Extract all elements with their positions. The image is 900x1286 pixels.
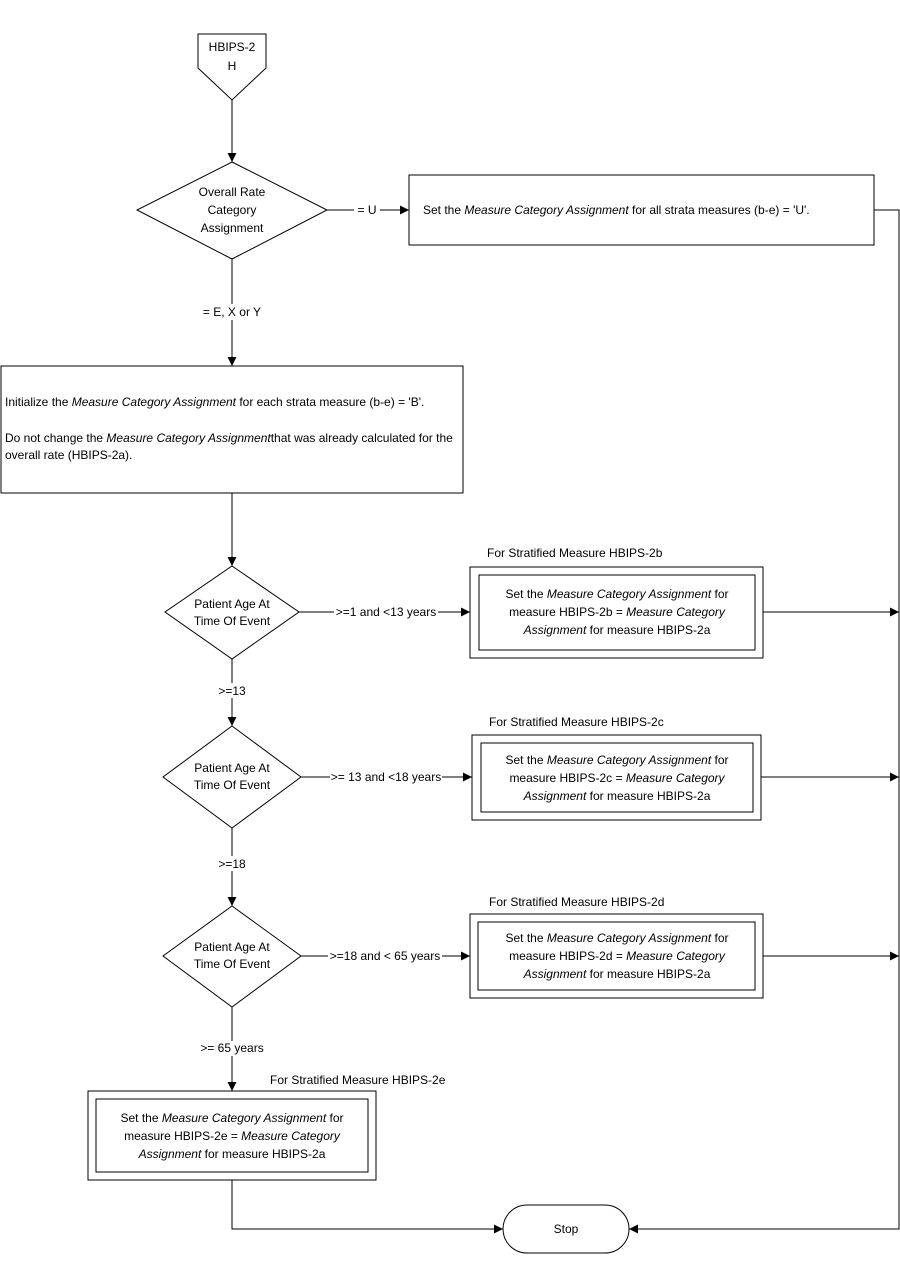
box-init-line1: Initialize the Measure Category Assignme…: [5, 395, 424, 409]
label-text: Assignment for measure HBIPS-2a: [523, 789, 711, 803]
edge-label-2d: >=18 and < 65 years: [330, 949, 440, 963]
label-text: Assignment: [138, 1147, 202, 1161]
label-text: for: [711, 931, 728, 945]
box-stratum-2e: Set the Measure Category Assignment for …: [87, 1090, 377, 1181]
label-text: for each strata measure (b-e) = 'B'.: [236, 395, 424, 409]
label-text: Measure Category: [626, 605, 726, 619]
label-text: measure HBIPS-2d =: [509, 949, 626, 963]
label-text: Measure Category Assignment: [547, 931, 712, 945]
connector-u-to-stop: [629, 209, 900, 1234]
label-text: measure HBIPS-2c = Measure Category: [509, 771, 725, 785]
label-text: Assignment: [523, 623, 587, 637]
stop-terminator: Stop: [502, 1204, 630, 1254]
strata-2b-title: For Stratified Measure HBIPS-2b: [487, 546, 663, 560]
edge-label-2b: >=1 and <13 years: [336, 605, 436, 619]
decision-age-3: Patient Age At Time Of Event: [162, 905, 302, 1008]
label-text: Assignment: [523, 789, 587, 803]
label-text: for: [326, 1111, 343, 1125]
label-text: measure HBIPS-2d = Measure Category: [509, 949, 726, 963]
label-text: for measure HBIPS-2a: [586, 789, 710, 803]
arrow-2e-to-stop: [231, 1180, 503, 1234]
label-text: for measure HBIPS-2a: [586, 623, 710, 637]
label-text: Assignment for measure HBIPS-2a: [523, 623, 711, 637]
start-label-line1: HBIPS-2: [209, 40, 256, 54]
stop-label: Stop: [554, 1222, 579, 1236]
start-connector: HBIPS-2 H: [197, 33, 267, 101]
label-text: Set the: [505, 753, 546, 767]
label-text: Measure Category Assignment: [106, 431, 271, 445]
strata-2e-title: For Stratified Measure HBIPS-2e: [270, 1073, 446, 1087]
label-text: Measure Category: [626, 949, 726, 963]
label-text: that was already calculated for the: [271, 431, 453, 445]
strata-2c-title: For Stratified Measure HBIPS-2c: [489, 715, 664, 729]
edge-label-u: = U: [357, 203, 376, 217]
decision-age-3-line1: Patient Age At: [194, 940, 270, 954]
label-text: for: [711, 753, 728, 767]
box-init-line2: Do not change the Measure Category Assig…: [5, 431, 453, 445]
label-text: Set the Measure Category Assignment for: [505, 753, 728, 767]
edge-label-ge13: >=13: [218, 684, 246, 698]
edge-label-exy: = E, X or Y: [203, 305, 261, 319]
decision-age-1-line2: Time Of Event: [194, 614, 271, 628]
box-stratum-2c: Set the Measure Category Assignment for …: [471, 734, 762, 821]
label-text: Measure Category Assignment: [72, 395, 237, 409]
label-text: Measure Category Assignment: [464, 203, 629, 217]
box-stratum-2d: Set the Measure Category Assignment for …: [469, 913, 764, 999]
strata-2d-title: For Stratified Measure HBIPS-2d: [489, 895, 664, 909]
start-label-line2: H: [228, 59, 237, 73]
label-text: Set the: [120, 1111, 161, 1125]
label-text: Measure Category Assignment: [547, 753, 712, 767]
decision-overall-line3: Assignment: [201, 221, 264, 235]
box-set-u: Set the Measure Category Assignment for …: [408, 174, 875, 246]
label-text: measure HBIPS-2b = Measure Category: [509, 605, 726, 619]
label-text: Initialize the: [5, 395, 72, 409]
box-init-line3: overall rate (HBIPS-2a).: [5, 448, 132, 462]
label-text: for measure HBIPS-2a: [586, 967, 710, 981]
label-text: Assignment for measure HBIPS-2a: [523, 967, 711, 981]
label-text: Do not change the: [5, 431, 106, 445]
label-text: Set the Measure Category Assignment for: [505, 931, 728, 945]
decision-overall-line2: Category: [208, 203, 257, 217]
decision-age-3-line2: Time Of Event: [194, 957, 271, 971]
label-text: for measure HBIPS-2a: [201, 1147, 325, 1161]
label-text: Set the: [505, 931, 546, 945]
label-text: measure HBIPS-2e = Measure Category: [124, 1129, 341, 1143]
label-text: Assignment: [523, 967, 587, 981]
label-text: Set the Measure Category Assignment for: [505, 587, 728, 601]
label-text: Measure Category Assignment: [547, 587, 712, 601]
edge-label-2e: >= 65 years: [200, 1041, 263, 1055]
decision-overall-rate: Overall Rate Category Assignment: [135, 161, 329, 260]
box-u-text: Set the Measure Category Assignment for …: [423, 203, 810, 217]
decision-age-1-line1: Patient Age At: [194, 597, 270, 611]
label-text: measure HBIPS-2b =: [509, 605, 626, 619]
decision-age-2-line2: Time Of Event: [194, 778, 271, 792]
label-text: for: [711, 587, 728, 601]
decision-age-2: Patient Age At Time Of Event: [162, 725, 302, 829]
label-text: for all strata measures (b-e) = 'U'.: [629, 203, 810, 217]
decision-age-1: Patient Age At Time Of Event: [164, 565, 300, 660]
edge-label-ge18: >=18: [218, 857, 246, 871]
edge-label-2c: >= 13 and <18 years: [331, 770, 441, 784]
label-text: Measure Category: [241, 1129, 341, 1143]
label-text: measure HBIPS-2c =: [509, 771, 625, 785]
box-stratum-2b: Set the Measure Category Assignment for …: [469, 566, 764, 659]
label-text: Set the Measure Category Assignment for: [120, 1111, 343, 1125]
label-text: measure HBIPS-2e =: [124, 1129, 241, 1143]
label-text: Measure Category Assignment: [162, 1111, 327, 1125]
label-text: Set the: [505, 587, 546, 601]
decision-age-2-line1: Patient Age At: [194, 761, 270, 775]
label-text: Measure Category: [626, 771, 726, 785]
label-text: Set the: [423, 203, 464, 217]
box-initialize: Initialize the Measure Category Assignme…: [0, 365, 464, 494]
label-text: Assignment for measure HBIPS-2a: [138, 1147, 326, 1161]
decision-overall-line1: Overall Rate: [199, 185, 266, 199]
